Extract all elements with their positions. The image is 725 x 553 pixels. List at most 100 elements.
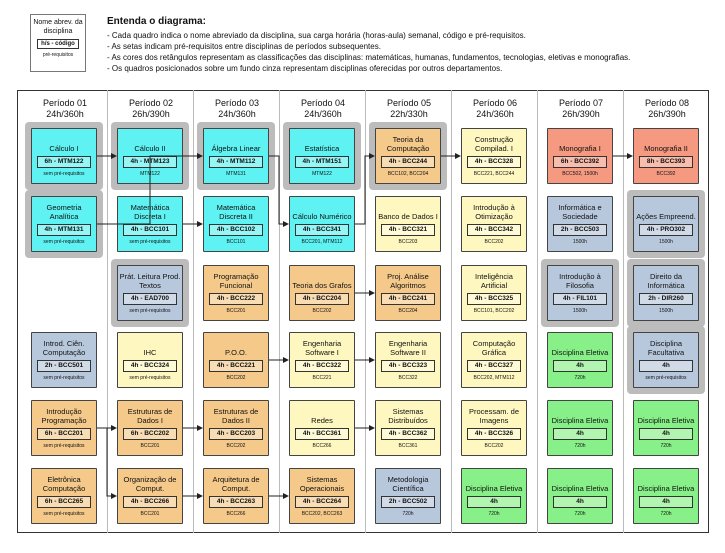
course-prereq: sem pré-requisitos	[43, 375, 85, 381]
course-name: Engenharia Software II	[388, 339, 428, 357]
column-separator	[107, 90, 108, 533]
course-prereq: 720h	[574, 375, 586, 381]
course-code: 4h - BCC326	[467, 428, 521, 440]
course-code: 8h - BCC393	[639, 156, 693, 168]
course-code: 4h - BCC321	[381, 224, 435, 236]
course-name: Teoria dos Grafos	[292, 281, 352, 290]
course-code: 4h - BCC102	[209, 224, 263, 236]
course-code: 2h - BCC503	[553, 224, 607, 236]
course-name: Matemática Discreta II	[216, 203, 256, 221]
column-separator	[537, 90, 538, 533]
course-prereq: 1500h	[659, 308, 673, 314]
course-name: Introdução à Otimização	[473, 203, 515, 221]
course-code: 4h - MTM151	[295, 156, 349, 168]
course-prereq: sem pré-requisitos	[129, 239, 171, 245]
course-code: 2h - BCC501	[37, 360, 91, 372]
course-name: Matemática Discreta I	[130, 203, 170, 221]
course-code: 4h	[467, 496, 521, 508]
course-code: 4h - BCC264	[295, 496, 349, 508]
course-code: 4h - BCC328	[467, 156, 521, 168]
course-prereq: BCC202	[484, 443, 504, 449]
course-code: 4h - BCC341	[295, 224, 349, 236]
course-code: 4h - EAD700	[123, 293, 177, 305]
course-prereq: MTM131	[226, 171, 246, 177]
course-box-el6[interactable]: Disciplina Eletiva 4h 720h	[461, 468, 527, 524]
curriculum-grid	[17, 90, 709, 533]
course-name: Disciplina Eletiva	[551, 416, 609, 425]
course-name: Disciplina Eletiva	[465, 484, 523, 493]
column-separator	[623, 90, 624, 533]
course-prereq: BCC102, BCC204	[387, 171, 429, 177]
course-name: Ações Empreend.	[636, 212, 696, 221]
course-prereq: BCC502, 1500h	[562, 171, 598, 177]
course-prereq: 720h	[488, 511, 500, 517]
course-prereq: sem pré-requisitos	[43, 511, 85, 517]
course-prereq: BCC361	[398, 443, 418, 449]
course-name: Introdução à Filosofia	[559, 272, 601, 290]
course-prereq: BCC202	[226, 375, 246, 381]
course-name: Disciplina Facultativa	[647, 339, 685, 357]
course-prereq: BCC201, MTM112	[301, 239, 343, 245]
period-load: 26h/390h	[648, 109, 686, 119]
course-name: Processam. de Imagens	[468, 407, 520, 425]
course-name: Monografia I	[559, 144, 601, 153]
course-code: 4h - BCC324	[123, 360, 177, 372]
course-code: 4h - BCC204	[295, 293, 349, 305]
course-code: 6h - MTM122	[37, 156, 91, 168]
course-name: Informática e Sociedade	[558, 203, 602, 221]
course-prereq: BCC266	[226, 511, 246, 517]
period-load: 24h/360h	[476, 109, 514, 119]
course-name: Disciplina Eletiva	[551, 484, 609, 493]
